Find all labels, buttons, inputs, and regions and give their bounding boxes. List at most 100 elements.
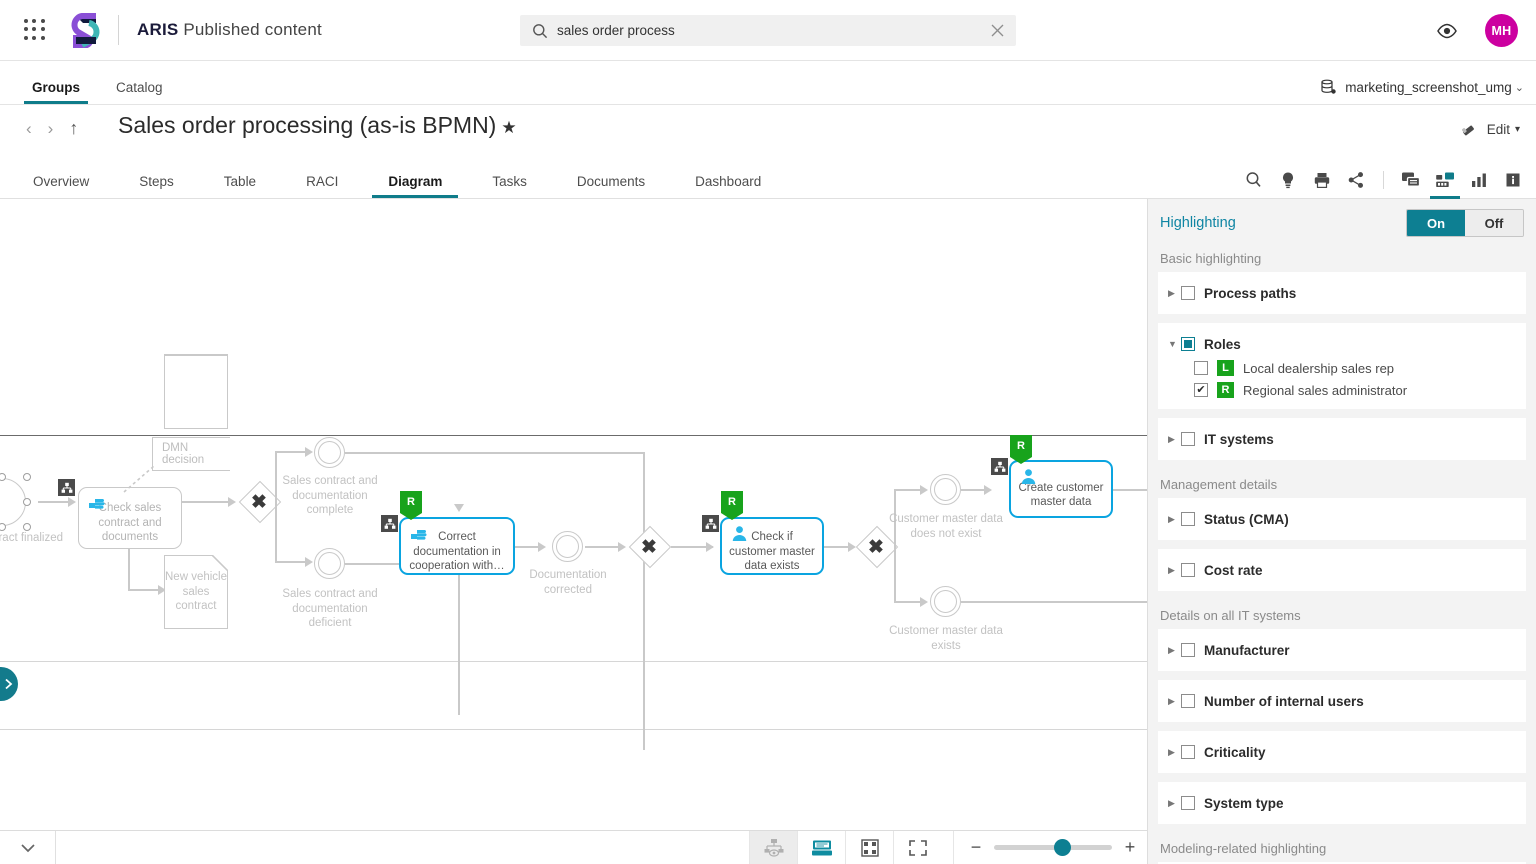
org-unit-badge[interactable]	[702, 515, 719, 532]
event-documentation-corrected[interactable]	[552, 531, 583, 562]
gateway-exclusive-1[interactable]: ✖	[238, 480, 282, 524]
minimap-button[interactable]	[797, 830, 845, 864]
nav-tab-catalog[interactable]: Catalog	[116, 80, 163, 95]
highlight-item-manufacturer[interactable]: ▶ Manufacturer	[1158, 629, 1526, 671]
highlight-item-roles[interactable]: ▼ Roles L Local dealership sales rep R R…	[1158, 323, 1526, 409]
tab-overview[interactable]: Overview	[33, 174, 90, 189]
fit-to-page-button[interactable]	[845, 830, 893, 864]
search-box[interactable]	[520, 15, 1016, 46]
nav-tab-groups[interactable]: Groups	[23, 80, 89, 104]
project-selector[interactable]: marketing_screenshot_umg ⌄	[1320, 79, 1524, 95]
chevron-right-icon[interactable]: ▶	[1168, 564, 1175, 575]
event-customer-data-exists[interactable]	[930, 586, 961, 617]
chevron-right-icon[interactable]: ▶	[1168, 513, 1175, 524]
checkbox[interactable]	[1181, 643, 1195, 657]
expand-panel-handle[interactable]	[0, 667, 18, 701]
chevron-right-icon[interactable]: ›	[47, 118, 54, 138]
event-sales-contract-complete[interactable]	[314, 437, 345, 468]
highlight-item-number-of-employees-1[interactable]: ▶ Number of employees	[1158, 862, 1526, 864]
dmn-decision-annotation[interactable]: DMN decision	[152, 437, 230, 471]
tab-dashboard[interactable]: Dashboard	[695, 174, 762, 189]
highlight-item-status-cma[interactable]: ▶ Status (CMA)	[1158, 498, 1526, 540]
print-icon[interactable]	[1311, 169, 1333, 191]
checkbox[interactable]	[1181, 432, 1195, 446]
search-input[interactable]	[557, 23, 982, 38]
highlighting-icon[interactable]	[1430, 169, 1460, 199]
tab-raci[interactable]: RACI	[306, 174, 339, 189]
checkbox[interactable]	[1181, 694, 1195, 708]
role-regional-sales-administrator[interactable]: R Regional sales administrator	[1168, 379, 1516, 401]
highlight-item-process-paths[interactable]: ▶ Process paths	[1158, 272, 1526, 314]
info-icon[interactable]	[1502, 169, 1524, 191]
checkbox[interactable]	[1194, 383, 1208, 397]
top-header: ARIS Published content MH	[0, 0, 1536, 61]
process-overview-button[interactable]	[749, 830, 797, 864]
search-icon[interactable]	[1243, 169, 1265, 191]
role-marker-R[interactable]: R	[721, 491, 743, 520]
tab-table[interactable]: Table	[223, 174, 257, 189]
task-check-sales-contract[interactable]: Check sales contract and documents	[78, 487, 182, 549]
event-customer-data-not-exist[interactable]	[930, 474, 961, 505]
apps-grid-icon[interactable]	[22, 17, 48, 43]
checkbox[interactable]	[1181, 286, 1195, 300]
chevron-right-icon[interactable]: ▶	[1168, 797, 1175, 808]
zoom-in-button[interactable]: +	[1124, 837, 1136, 857]
tab-steps[interactable]: Steps	[139, 174, 174, 189]
comments-icon[interactable]	[1400, 169, 1422, 191]
chevron-left-icon[interactable]: ‹	[26, 118, 32, 138]
org-unit-badge[interactable]	[381, 515, 398, 532]
task-check-customer-master-data[interactable]: Check if customer master data exists	[720, 517, 824, 575]
checkbox[interactable]	[1194, 361, 1208, 375]
org-unit-badge[interactable]	[58, 479, 75, 496]
favorite-star-icon[interactable]: ★	[501, 118, 517, 137]
chevron-right-icon[interactable]: ▶	[1168, 695, 1175, 706]
chevron-right-icon[interactable]: ▶	[1168, 433, 1175, 444]
eye-icon[interactable]	[1436, 20, 1458, 42]
task-correct-documentation[interactable]: Correct documentation in cooperation wit…	[399, 517, 515, 575]
highlight-item-criticality[interactable]: ▶ Criticality	[1158, 731, 1526, 773]
collapse-bottom-button[interactable]	[0, 831, 56, 864]
lightbulb-icon[interactable]	[1277, 169, 1299, 191]
chevron-right-icon[interactable]: ▶	[1168, 287, 1175, 298]
highlight-item-it-systems[interactable]: ▶ IT systems	[1158, 418, 1526, 460]
edit-button[interactable]: Edit ▾	[1460, 121, 1520, 138]
share-icon[interactable]	[1345, 169, 1367, 191]
arrow-up-icon[interactable]: ↑	[69, 118, 79, 138]
tab-documents[interactable]: Documents	[576, 174, 646, 189]
tab-diagram[interactable]: Diagram	[372, 174, 459, 198]
chevron-right-icon[interactable]: ▶	[1168, 644, 1175, 655]
diagram-canvas[interactable]: …ract finalized Check sales contract and…	[0, 199, 1148, 864]
checkbox[interactable]	[1181, 563, 1195, 577]
toggle-off-button[interactable]: Off	[1465, 210, 1523, 236]
zoom-out-button[interactable]: −	[970, 837, 982, 857]
document-new-vehicle-contract[interactable]: New vehicle sales contract	[164, 355, 228, 629]
role-local-dealership-sales-rep[interactable]: L Local dealership sales rep	[1168, 357, 1516, 379]
org-unit-badge[interactable]	[991, 458, 1008, 475]
start-event-node[interactable]	[0, 473, 31, 531]
checkbox[interactable]	[1181, 337, 1195, 351]
close-icon[interactable]	[982, 16, 1012, 46]
gateway-exclusive-3[interactable]: ✖	[855, 525, 899, 569]
chart-bar-icon[interactable]	[1468, 169, 1490, 191]
zoom-slider[interactable]	[994, 839, 1112, 856]
avatar[interactable]: MH	[1485, 14, 1518, 47]
role-marker-R[interactable]: R	[1010, 435, 1032, 464]
software-ag-logo[interactable]	[70, 11, 104, 49]
tab-tasks[interactable]: Tasks	[492, 174, 527, 189]
zoom-slider-knob[interactable]	[1054, 839, 1071, 856]
role-marker-R[interactable]: R	[400, 491, 422, 520]
checkbox[interactable]	[1181, 512, 1195, 526]
toggle-on-button[interactable]: On	[1407, 210, 1465, 236]
checkbox[interactable]	[1181, 745, 1195, 759]
chevron-down-icon[interactable]: ▼	[1168, 339, 1177, 349]
gateway-exclusive-2[interactable]: ✖	[628, 525, 672, 569]
checkbox[interactable]	[1181, 796, 1195, 810]
highlight-item-system-type[interactable]: ▶ System type	[1158, 782, 1526, 824]
highlight-item-cost-rate[interactable]: ▶ Cost rate	[1158, 549, 1526, 591]
fullscreen-button[interactable]	[893, 830, 941, 864]
task-create-customer-master-data[interactable]: Create customer master data	[1009, 460, 1113, 518]
event-sales-contract-deficient[interactable]	[314, 548, 345, 579]
highlight-item-number-internal-users[interactable]: ▶ Number of internal users	[1158, 680, 1526, 722]
highlighting-toggle[interactable]: On Off	[1406, 209, 1524, 237]
chevron-right-icon[interactable]: ▶	[1168, 746, 1175, 757]
